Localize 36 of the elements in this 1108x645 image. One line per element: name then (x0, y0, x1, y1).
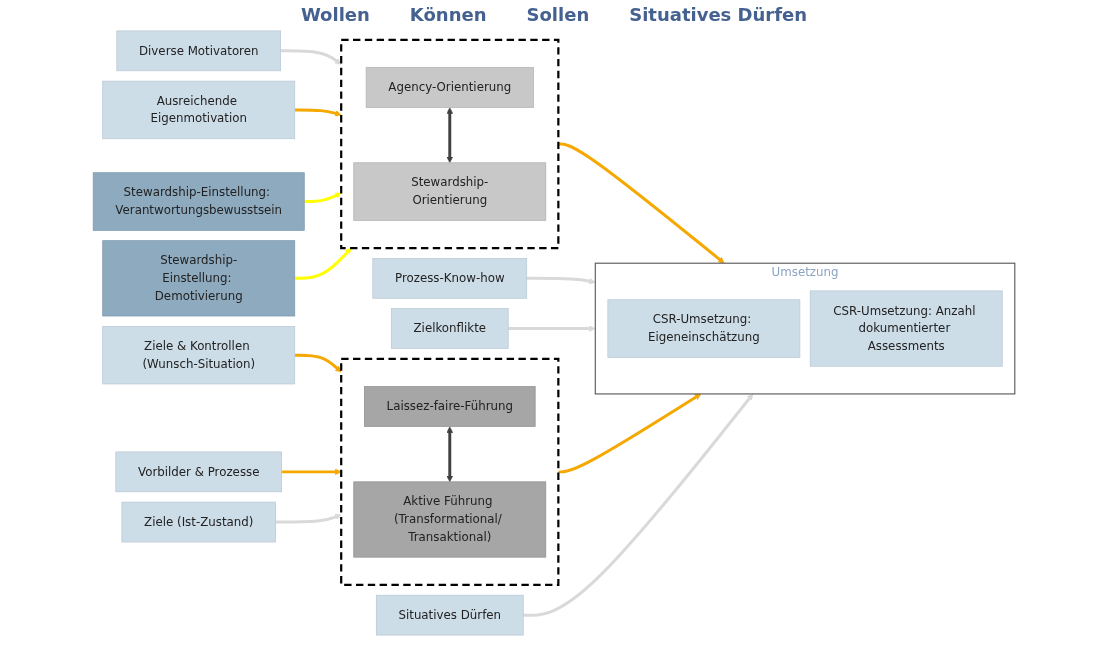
node-box: Ziele (Ist-Zustand) (121, 501, 276, 543)
node-box: Stewardship-Einstellung: Verantwortungsbewusstsein (92, 172, 305, 231)
arrow (558, 142, 725, 264)
node-box: Stewardship-Orientierung (353, 162, 547, 221)
node-box: Situatives Dürfen (375, 594, 524, 636)
arrow (304, 192, 342, 203)
cluster (340, 38, 560, 250)
node-box: Vorbilder & Prozesse (115, 451, 282, 493)
node-box: CSR-Umsetzung: Anzahl dokumentierter Assessments (809, 290, 1003, 367)
node-box: Ausreichende Eigenmotivation (102, 80, 296, 140)
node-box: Zielkonflikte (390, 308, 509, 349)
arrow (508, 325, 596, 332)
arrow (280, 49, 342, 65)
arrow (526, 276, 596, 285)
arrow (294, 247, 352, 280)
node-box: CSR-Umsetzung: Eigeneinschätzung (607, 299, 801, 358)
node-box: Stewardship-Einstellung: Demotivierung (102, 240, 296, 317)
cluster (340, 357, 560, 586)
node-box: Agency-Orientierung (365, 67, 534, 108)
arrow (281, 468, 342, 476)
node-box: Ziele & Kontrollen (Wunsch-Situation) (102, 326, 296, 385)
arrow (446, 107, 454, 164)
arrow (523, 393, 754, 617)
arrow (294, 353, 342, 373)
section-heading: Können (409, 4, 487, 25)
arrow (558, 393, 702, 474)
node-box: Diverse Motivatoren (116, 30, 281, 72)
node-box: Aktive Führung (Transformational/ Transaktional) (353, 481, 547, 558)
arrow (294, 108, 342, 117)
section-heading: Sollen (526, 4, 590, 25)
node-box: Laissez-faire-Führung (364, 386, 536, 427)
arrow (275, 513, 342, 524)
node-box: Prozess-Know-how (372, 258, 528, 299)
section-heading: Wollen (300, 4, 370, 25)
section-heading: Situatives Dürfen (629, 4, 808, 25)
arrow (446, 426, 454, 483)
